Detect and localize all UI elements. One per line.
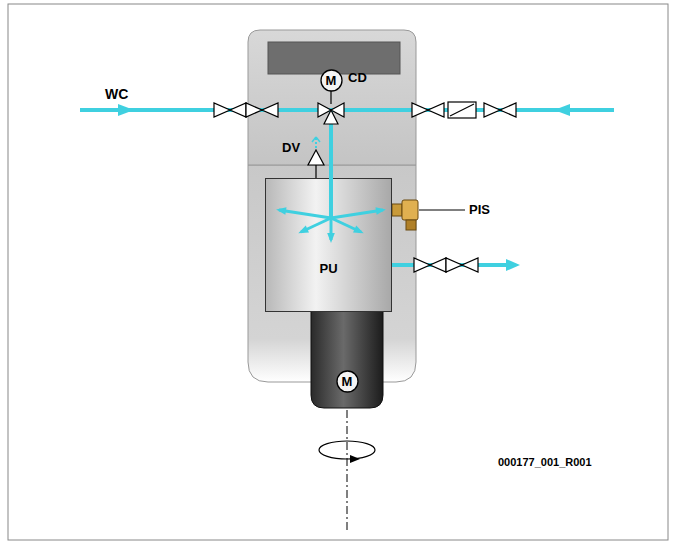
motor-letter: M xyxy=(326,73,337,88)
part-label: CD xyxy=(348,70,367,85)
unit-label: PU xyxy=(319,261,337,276)
pipe-label: WC xyxy=(105,86,128,102)
rotation-symbol xyxy=(319,410,375,530)
pump-housing xyxy=(265,178,392,312)
frame xyxy=(8,4,668,540)
motor-body xyxy=(311,300,383,408)
three-way-valve xyxy=(318,91,344,124)
vent-valve xyxy=(308,137,324,178)
motor-symbol: M xyxy=(320,69,343,92)
motor-letter: M xyxy=(342,374,353,389)
part-label: DV xyxy=(282,140,300,155)
pressure-sensor xyxy=(392,200,465,230)
drawing-number: 000177_001_R001 xyxy=(498,456,592,468)
motor-symbol: M xyxy=(336,370,359,393)
part-label: PIS xyxy=(469,202,490,217)
display xyxy=(268,42,400,74)
filter xyxy=(448,102,476,118)
pump-unit: PU xyxy=(265,178,392,312)
